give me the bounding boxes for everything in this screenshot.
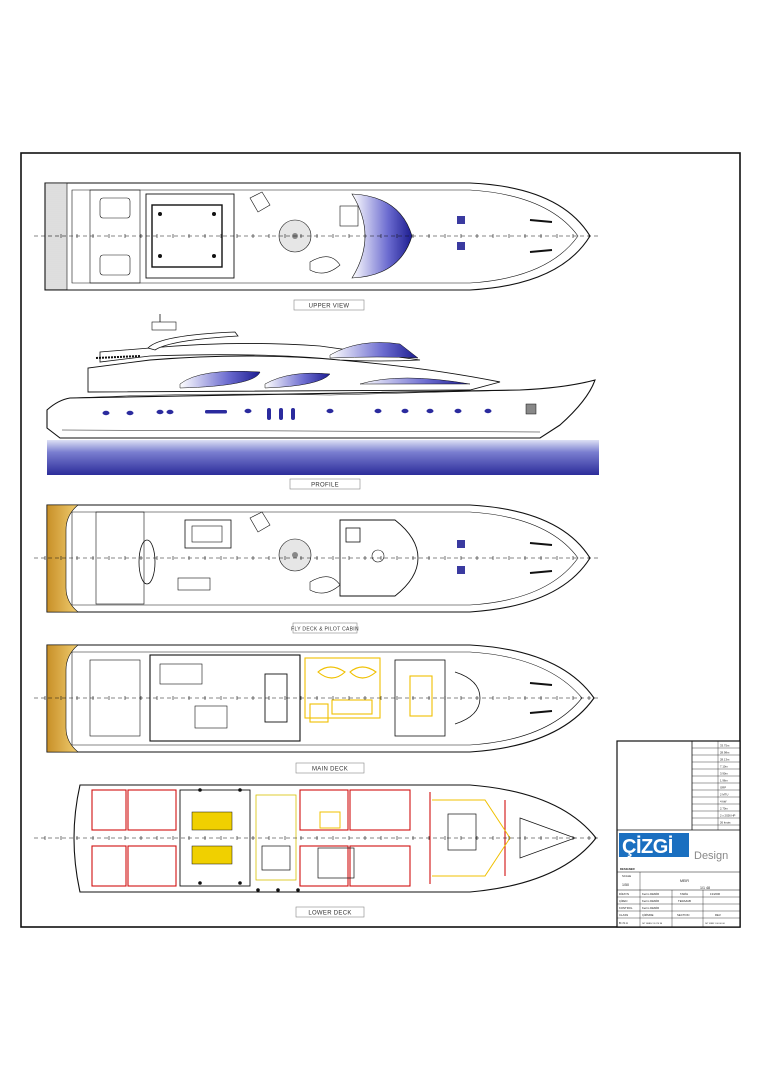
tb-r0-c2: TARİH [680, 891, 688, 896]
profile-window-mid [264, 372, 331, 389]
profile-hardtop-glass [329, 342, 419, 359]
anchor-pocket [525, 403, 537, 415]
tb-r3-c3: REV. [715, 913, 721, 917]
profile-window-aft [179, 370, 261, 389]
lower-deck-label: LOWER DECK [308, 911, 351, 917]
spec-2: 28.13m [720, 758, 730, 762]
tb-r2-c1: Kerim DEMİR [642, 905, 659, 910]
tb-r4-c1: IST SBBS 13 070 96 [642, 923, 663, 925]
tb-r3-c2: SECTION [677, 913, 689, 917]
upper-hull-outline [44, 182, 591, 291]
tb-r0-c3: 13/2006 [710, 892, 721, 896]
spec-8: 4 kW [720, 800, 727, 804]
scale-label: SCALE [622, 874, 631, 878]
upper-view-plan [34, 182, 600, 291]
spec-0: 33.75m [720, 744, 730, 748]
spec-4: 3.90m [720, 772, 728, 776]
profile-window-fwd [359, 377, 471, 385]
designer-label: DESIGNER [620, 867, 635, 871]
spec-1: 28.98m [720, 751, 730, 755]
portholes [102, 408, 492, 420]
upper-view-label: UPPER VIEW [309, 304, 350, 310]
tb-r1-c2: TERAZAB [678, 899, 691, 903]
drawing-no: 1/1 48 [700, 886, 710, 890]
tb-r0-c0: DİZAYN [619, 891, 629, 896]
lower-deck-plan [34, 784, 600, 893]
spec-rows [692, 741, 740, 830]
tb-r3-c0: CLASS [619, 913, 628, 917]
spec-3: 7.10m [720, 765, 728, 769]
tb-r1-c0: ÇİZEN [619, 898, 627, 903]
main-deck-label: MAIN DECK [312, 767, 348, 773]
spec-10: 2 x 2026 HP [720, 814, 736, 818]
tb-r0-c1: Kerim DEMİR [642, 891, 659, 896]
lower-hull-outline [73, 784, 597, 893]
tb-r4-c3: IST 0988 1 00 00 00 [705, 923, 726, 925]
fly-hull-outline [46, 504, 591, 613]
profile-label: PROFILE [311, 483, 339, 489]
spec-11: 26 knots [720, 821, 731, 825]
spec-5: 1.96m [720, 779, 728, 783]
fly-deck-plan [34, 504, 600, 613]
main-teak-stern [46, 644, 79, 753]
tb-r3-c1: ÇİZİMDE [642, 912, 654, 917]
scale-value: 1/50 [622, 883, 629, 887]
title-block: 33.75m 28.98m 28.13m 7.10m 3.90m 1.96m G… [616, 740, 741, 928]
main-galley-yellow [304, 657, 381, 723]
water-band [47, 440, 599, 475]
tb-r4-c0: B.I.N.A [619, 921, 628, 925]
profile-arch [147, 331, 239, 351]
fly-jet-ski [138, 539, 156, 585]
spec-9: 2.70m [720, 807, 728, 811]
upper-swim-platform [44, 182, 68, 291]
tb-r1-c1: Kerim DEMİR [642, 898, 659, 903]
logo-sub: Design [694, 850, 728, 862]
pilot-cabin [339, 519, 419, 597]
fly-deck-label: FLY DECK & PILOT CABIN [291, 627, 359, 633]
spec-6: GRP [720, 786, 726, 790]
profile-view [46, 314, 599, 475]
spec-7: 2 MTU [720, 793, 728, 797]
main-hull-outline [46, 644, 595, 753]
logo-text: ÇİZGİ [622, 835, 673, 858]
logo-box [619, 833, 689, 857]
name-value: MEIR [680, 879, 689, 883]
profile-hull [46, 379, 596, 439]
fly-teak-stern [46, 504, 79, 613]
tb-r2-c0: KONTROL [619, 906, 633, 910]
lower-engines [191, 811, 233, 865]
